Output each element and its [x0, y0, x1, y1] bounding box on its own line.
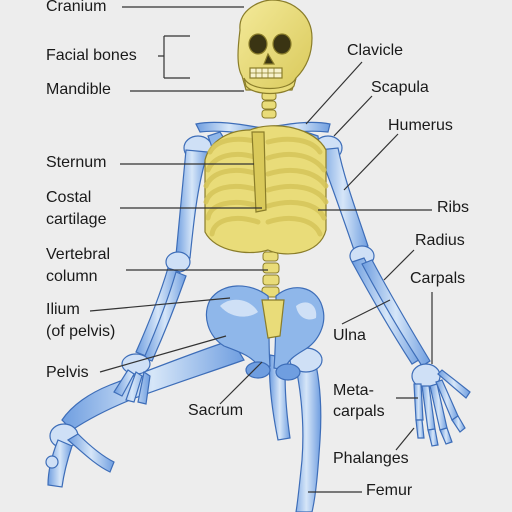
label-sternum: Sternum	[46, 154, 107, 171]
ilium-leader	[89, 297, 231, 312]
clavicle-leader	[305, 61, 363, 125]
scapula-leader	[333, 95, 373, 137]
label-carpals: Carpals	[410, 270, 466, 287]
ulna-leader	[341, 299, 391, 325]
label-cartilage: cartilage	[46, 211, 107, 228]
sacrum-leader	[219, 361, 263, 405]
left-arm	[113, 135, 213, 405]
leader-lines	[89, 6, 433, 493]
rib-cage	[203, 125, 329, 255]
label-meta: Meta-	[333, 382, 374, 399]
humerus-leader	[343, 133, 399, 191]
pelvis-leader	[99, 335, 227, 373]
label-carpals-meta: carpals	[333, 403, 385, 420]
pelvis-bone	[205, 285, 325, 381]
skull	[237, 0, 313, 95]
label-ribs: Ribs	[437, 199, 470, 216]
label-humerus: Humerus	[388, 117, 453, 134]
left-leg	[45, 339, 245, 488]
label-clavicle: Clavicle	[347, 42, 404, 59]
label-pelvis: Pelvis	[46, 364, 89, 381]
right-arm	[313, 135, 471, 447]
label-costal: Costal	[46, 189, 92, 206]
label-mandible: Mandible	[46, 81, 111, 98]
phalanges-leader	[395, 427, 415, 451]
facial-bones-bracket	[158, 35, 190, 79]
label-phalanges: Phalanges	[333, 450, 409, 467]
radius-leader	[383, 249, 415, 281]
label-of-pelvis: (of pelvis)	[46, 323, 116, 340]
label-vertebral: Vertebral	[46, 246, 111, 263]
label-column: column	[46, 268, 98, 285]
label-facial-bones: Facial bones	[46, 47, 137, 64]
label-scapula: Scapula	[371, 79, 429, 96]
label-sacrum: Sacrum	[188, 402, 244, 419]
label-cranium: Cranium	[46, 0, 107, 15]
label-femur: Femur	[366, 482, 413, 499]
label-radius: Radius	[415, 232, 465, 249]
label-ulna: Ulna	[333, 327, 366, 344]
label-ilium: Ilium	[46, 301, 80, 318]
